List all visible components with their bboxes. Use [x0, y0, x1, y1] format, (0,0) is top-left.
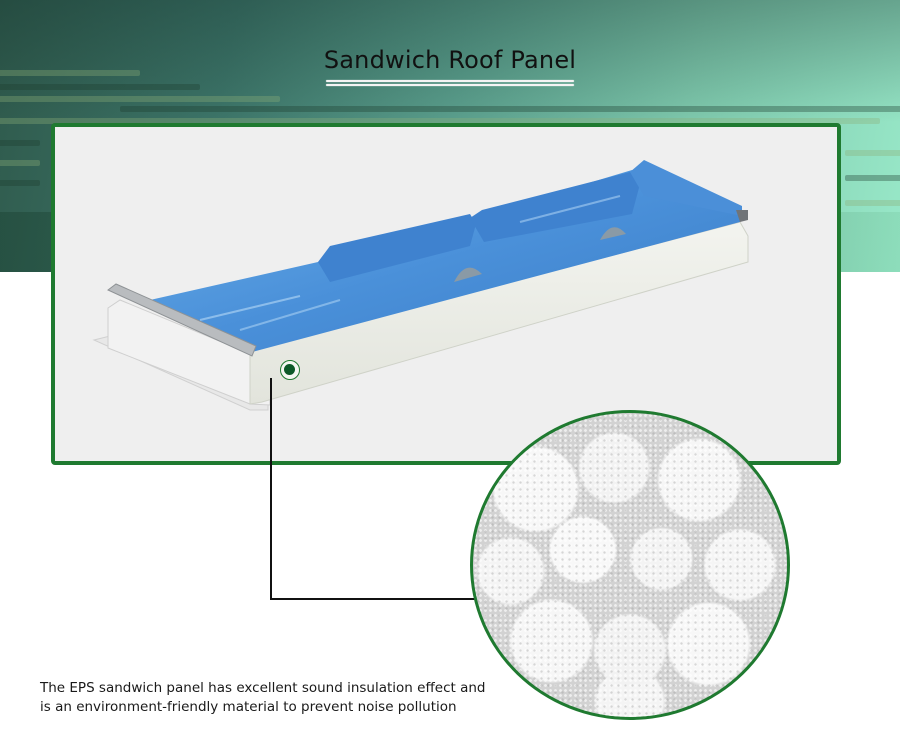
core-detail-marker [280, 360, 300, 380]
banner-panel-stack [845, 150, 900, 156]
banner-panel-stack [120, 106, 900, 112]
banner-panel-stack [0, 96, 280, 102]
banner-panel-stack [0, 180, 40, 186]
banner-panel-stack [845, 200, 900, 206]
banner-panel-stack [0, 118, 880, 124]
caption-text: The EPS sandwich panel has excellent sou… [40, 679, 520, 717]
banner-panel-stack [0, 84, 200, 90]
product-image-frame [51, 123, 841, 465]
callout-line-vertical [270, 378, 272, 600]
banner-panel-stack [845, 175, 900, 181]
title-underline [326, 80, 574, 86]
caption-line-2: is an environment-friendly material to p… [40, 699, 457, 715]
banner-panel-stack [0, 140, 40, 146]
eps-core-zoom-circle [470, 410, 790, 720]
page-title: Sandwich Roof Panel [323, 46, 577, 74]
sandwich-panel-illustration [92, 160, 749, 411]
callout-line-horizontal [270, 598, 475, 600]
caption-line-1: The EPS sandwich panel has excellent sou… [40, 680, 486, 696]
banner-panel-stack [0, 70, 140, 76]
banner-panel-stack [0, 160, 40, 166]
